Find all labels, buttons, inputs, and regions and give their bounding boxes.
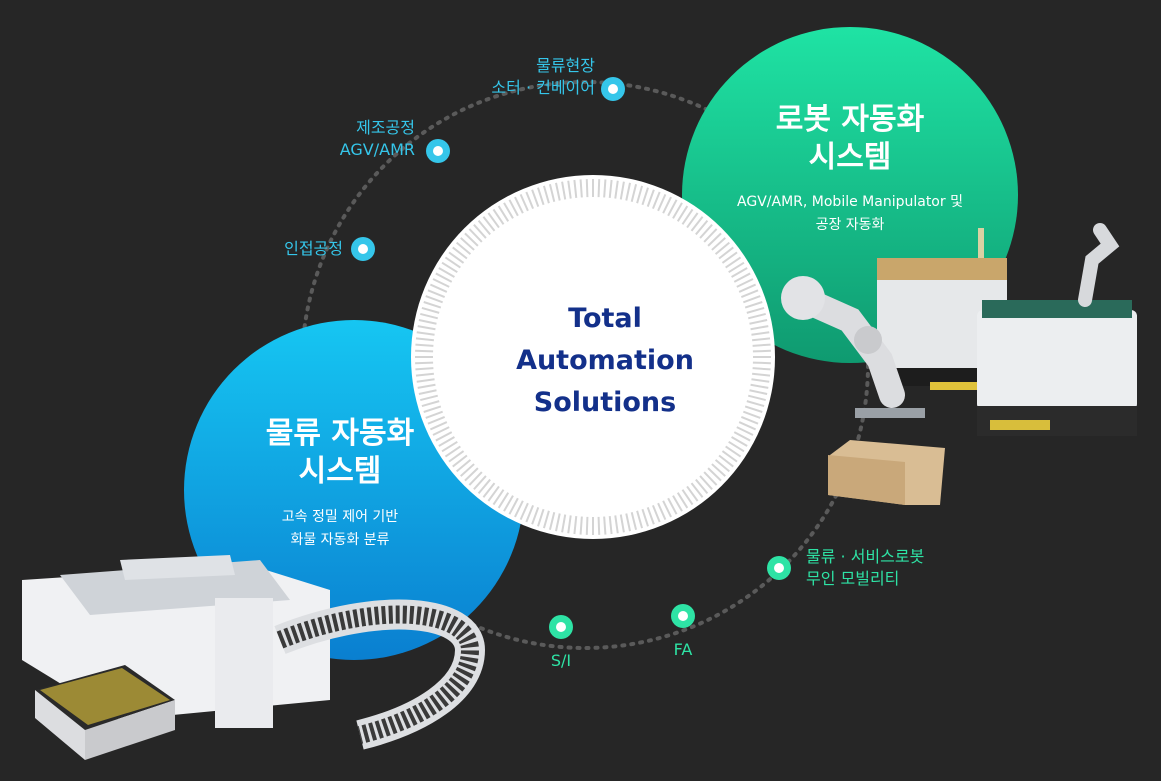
center-circle-tick-ring	[415, 179, 771, 535]
label-fa[interactable]: FA	[653, 639, 713, 661]
label-adjacent[interactable]: 인접공정	[284, 238, 343, 260]
logistics-subtitle-line1: 고속 정밀 제어 기반	[281, 509, 399, 525]
label-adjacent-line1: 인접공정	[284, 239, 343, 258]
node-dot-fa[interactable]	[671, 604, 695, 628]
logistics-title-line1: 물류 자동화	[265, 416, 415, 451]
sorter-conveyor-illustration	[22, 555, 486, 760]
logistics-subtitle-line2: 화물 자동화 분류	[290, 532, 390, 548]
robot-title-line1: 로봇 자동화	[775, 102, 925, 137]
robot-title: 로봇 자동화 시스템	[740, 101, 960, 177]
robot-subtitle-line1: AGV/AMR, Mobile Manipulator 및	[737, 194, 963, 210]
node-dot-service-robot[interactable]	[767, 556, 791, 580]
robot-subtitle: AGV/AMR, Mobile Manipulator 및 공장 자동화	[700, 191, 1000, 237]
robot-agv-illustration	[781, 223, 1137, 505]
center-title-line1: Total	[568, 303, 642, 334]
label-manufacturing-line2: AGV/AMR	[339, 140, 415, 159]
center-title-line2: Automation	[516, 345, 694, 376]
label-service-robot-line2: 무인 모빌리티	[806, 569, 900, 588]
label-logistics-site-line1: 물류현장	[536, 56, 595, 75]
label-logistics-site-line2: 소터 · 컨베이어	[491, 78, 595, 97]
center-circle-inner	[437, 201, 749, 513]
label-si[interactable]: S/I	[531, 650, 591, 672]
center-title-line3: Solutions	[533, 387, 677, 418]
label-manufacturing[interactable]: 제조공정 AGV/AMR	[340, 117, 415, 161]
label-logistics-site[interactable]: 물류현장 소터 · 컨베이어	[491, 55, 595, 99]
logistics-title: 물류 자동화 시스템	[230, 415, 450, 491]
node-dot-si[interactable]	[549, 615, 573, 639]
label-manufacturing-line1: 제조공정	[356, 118, 415, 137]
robot-title-line2: 시스템	[808, 140, 892, 175]
node-dot-adjacent[interactable]	[351, 237, 375, 261]
logistics-subtitle: 고속 정밀 제어 기반 화물 자동화 분류	[230, 506, 450, 552]
label-si-line1: S/I	[550, 651, 572, 670]
label-service-robot-line1: 물류 · 서비스로봇	[806, 547, 925, 566]
label-fa-line1: FA	[673, 640, 693, 659]
center-title: Total Automation Solutions	[485, 298, 725, 424]
node-dot-logistics-site[interactable]	[601, 77, 625, 101]
label-service-robot[interactable]: 물류 · 서비스로봇 무인 모빌리티	[806, 546, 924, 590]
logistics-title-line2: 시스템	[298, 454, 382, 489]
node-dot-manufacturing[interactable]	[426, 139, 450, 163]
robot-subtitle-line2: 공장 자동화	[815, 217, 885, 233]
